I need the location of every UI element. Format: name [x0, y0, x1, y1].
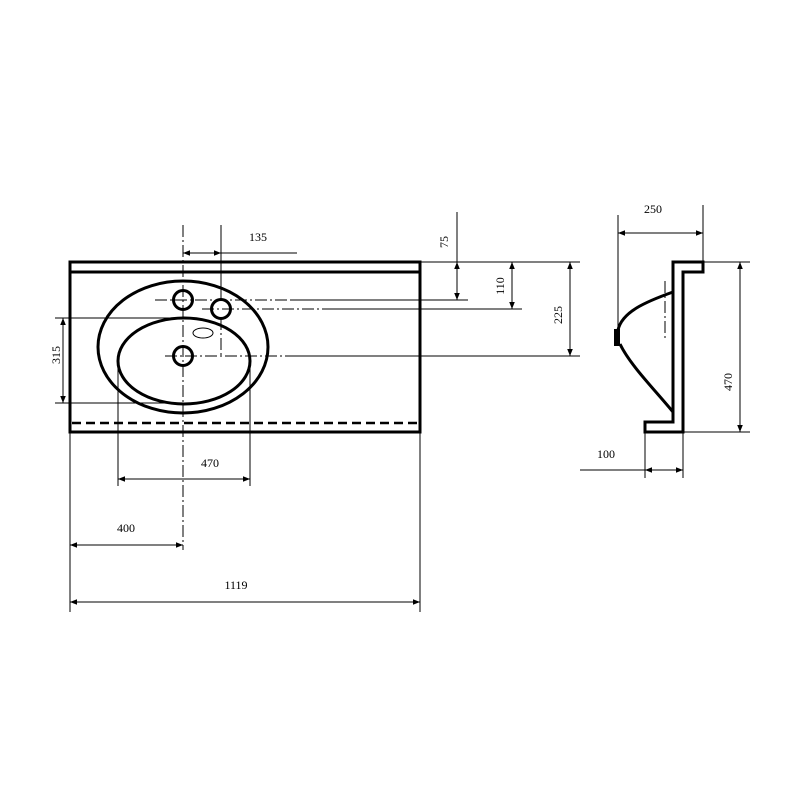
- dim-label-400: 400: [117, 521, 135, 535]
- dim-label-315: 315: [49, 346, 63, 364]
- dim-label-250: 250: [644, 202, 662, 216]
- overflow-slot: [192, 327, 214, 339]
- dim-label-225: 225: [551, 306, 565, 324]
- drain-outlet: [614, 329, 620, 346]
- inner-basin: [116, 316, 252, 406]
- bowl-profile: [616, 290, 675, 413]
- dim-label-470-side: 470: [721, 373, 735, 391]
- front-view: 135 75 110 225 315 470 400 1119: [49, 212, 580, 612]
- dim-label-110: 110: [493, 277, 507, 295]
- dim-label-75: 75: [437, 236, 451, 248]
- countertop-outline: [68, 260, 422, 434]
- dim-label-470-front: 470: [201, 456, 219, 470]
- dim-label-135: 135: [249, 230, 267, 244]
- side-profile-outline: [643, 260, 705, 434]
- dim-label-1119: 1119: [224, 578, 247, 592]
- dim-label-100: 100: [597, 447, 615, 461]
- side-view: 250 470 100: [580, 202, 750, 478]
